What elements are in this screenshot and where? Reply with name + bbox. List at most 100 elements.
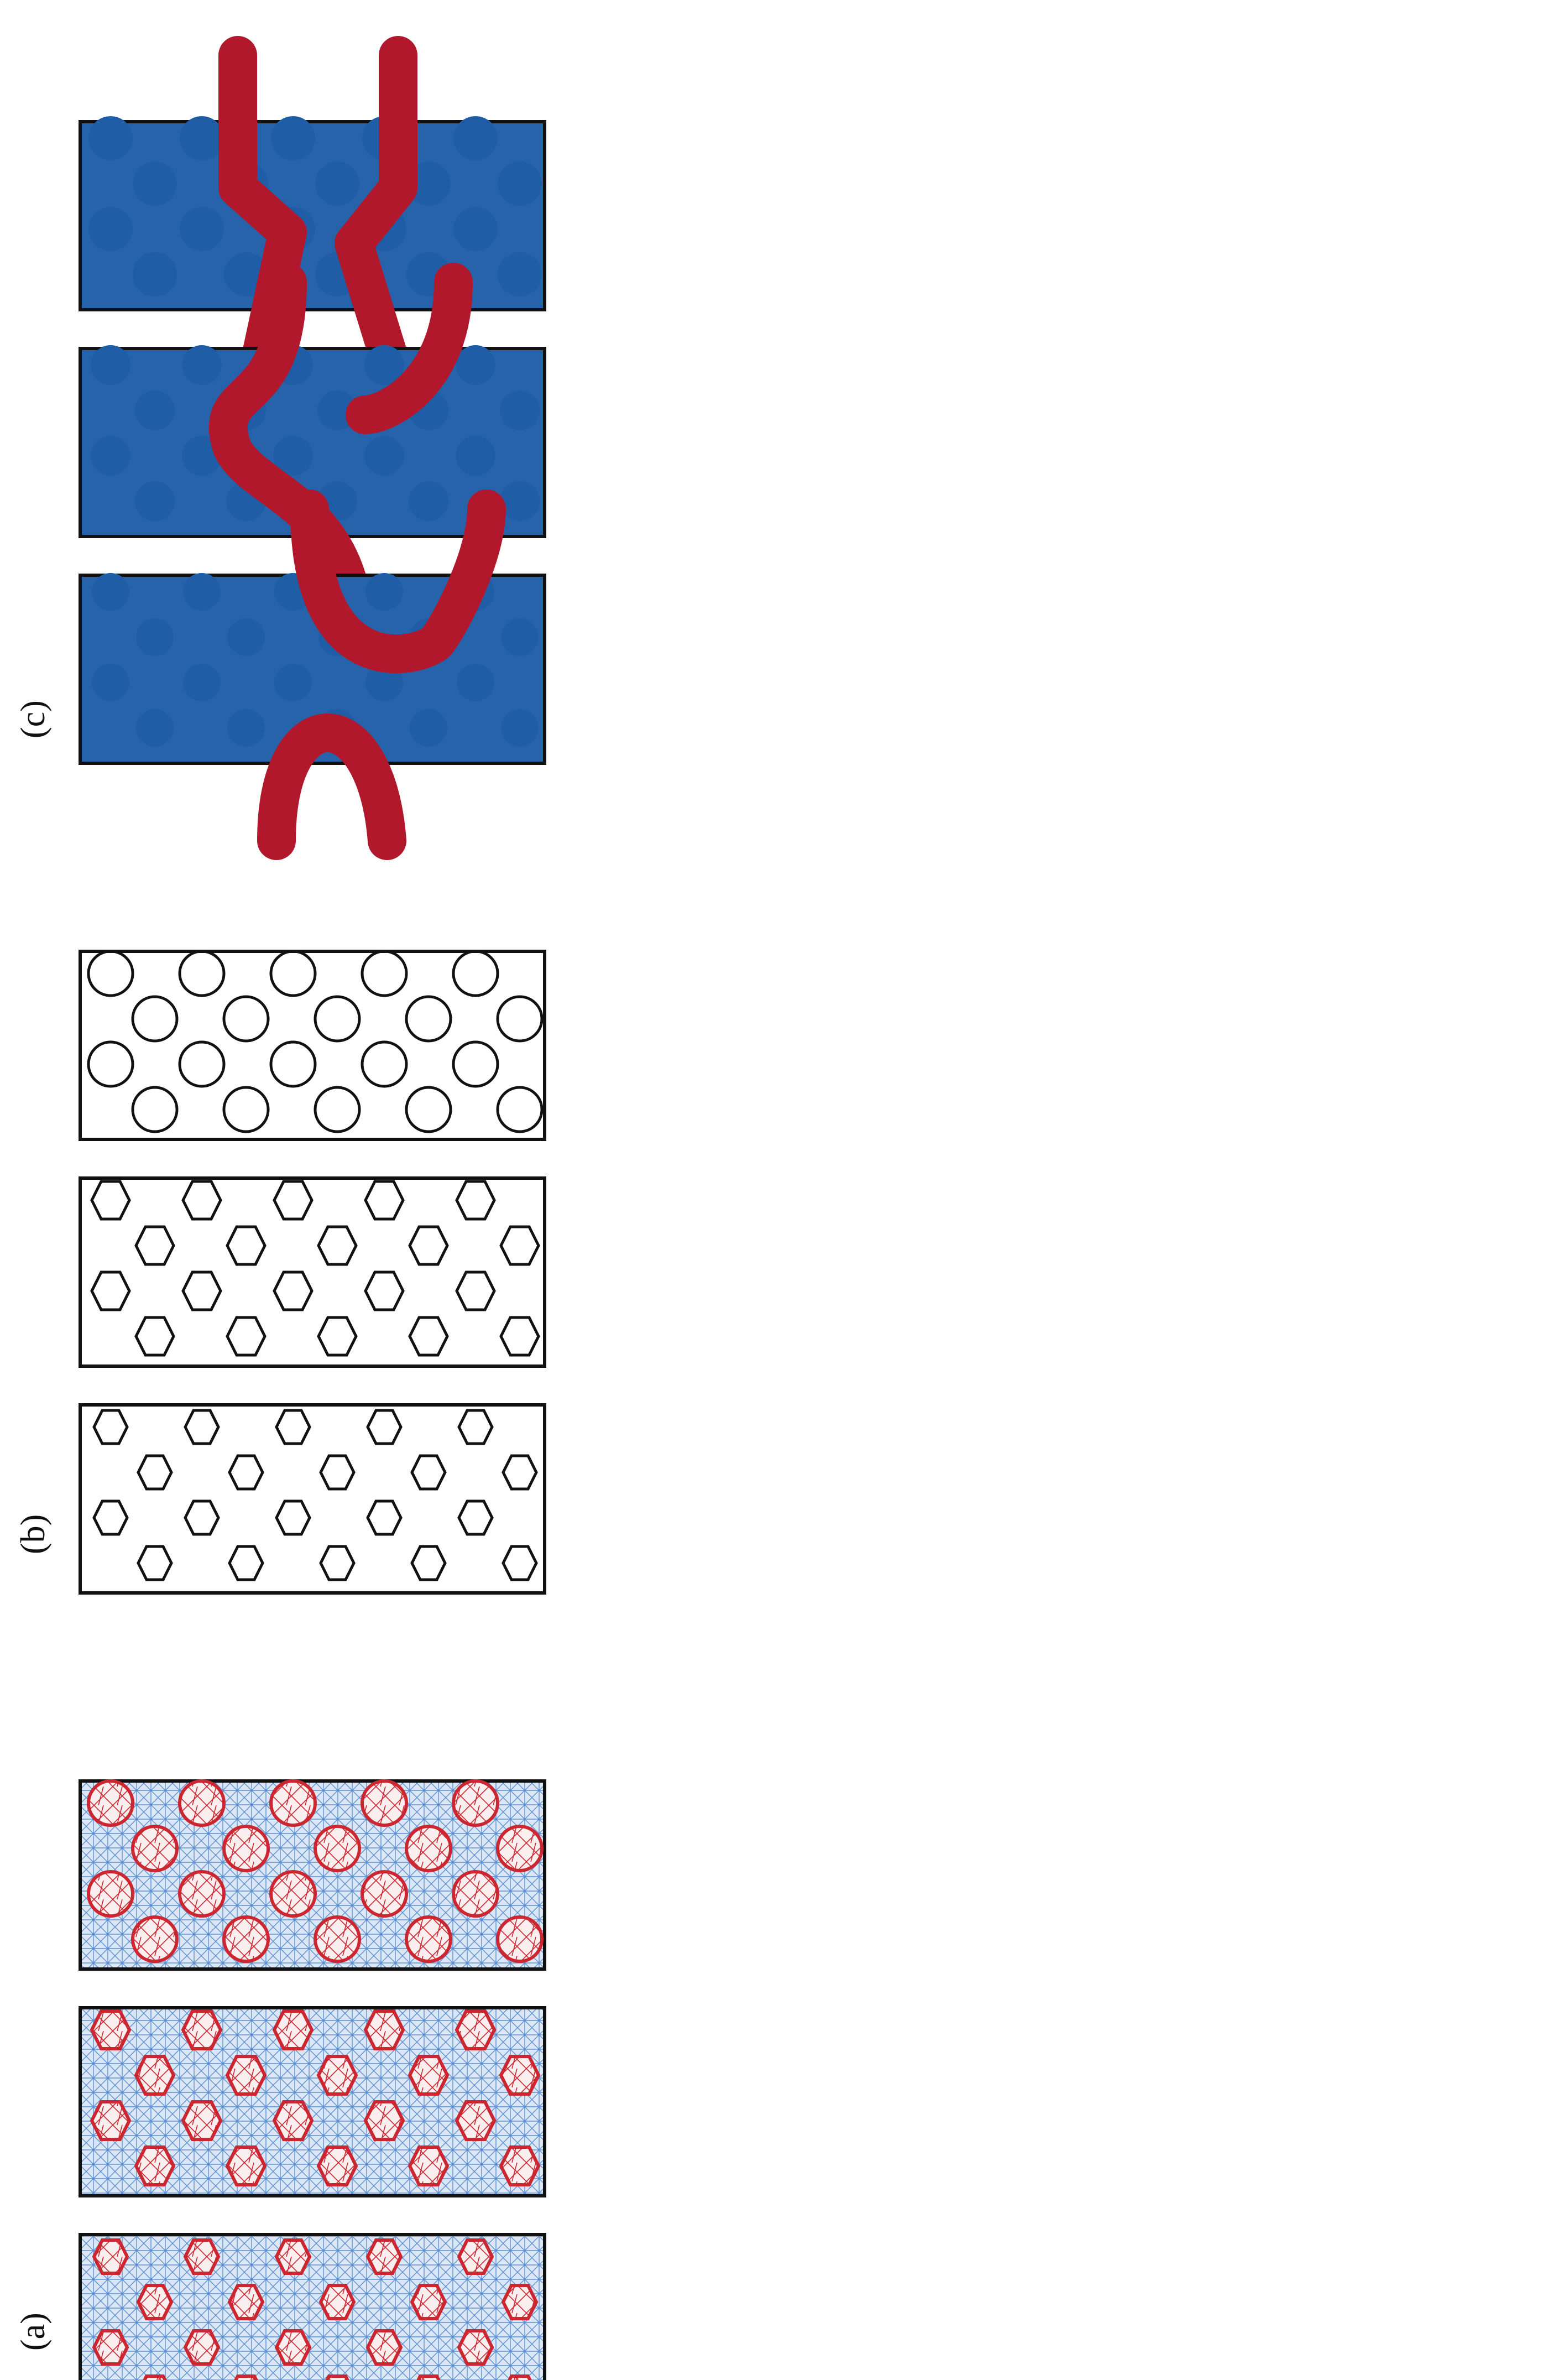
inclusion	[315, 162, 359, 206]
inclusion-mesh	[183, 2238, 221, 2275]
inclusion-outline	[87, 1040, 134, 1088]
inclusion-mesh	[225, 2145, 267, 2186]
inclusion-outline	[319, 1454, 356, 1491]
inclusion-outline	[364, 1180, 405, 1221]
inclusion-mesh	[325, 2374, 349, 2380]
inclusion-mesh	[272, 2100, 314, 2141]
inclusion-mesh	[314, 1825, 361, 1872]
inclusion	[453, 207, 498, 251]
inclusion-outline	[178, 950, 226, 997]
inclusion-outline	[90, 1270, 131, 1311]
inclusion-mesh	[136, 2284, 174, 2320]
inclusion-outline	[364, 1270, 405, 1311]
inclusion-mesh	[131, 1915, 179, 1963]
inclusion-mesh	[405, 1915, 452, 1963]
inclusion-outline	[226, 1225, 267, 1266]
inclusion-mesh	[272, 2009, 314, 2050]
panel-b-1	[79, 950, 546, 1141]
inclusion-mesh	[90, 2009, 132, 2050]
inclusion-outline	[181, 1270, 222, 1311]
inclusion-mesh	[178, 1779, 226, 1827]
inclusion-mesh	[405, 1825, 452, 1872]
inclusion-mesh	[87, 1779, 134, 1827]
inclusion-mesh	[499, 2145, 541, 2186]
inclusion-mesh	[274, 2329, 312, 2366]
inclusion	[133, 162, 177, 206]
inclusion-outline	[314, 1086, 361, 1133]
chamber	[79, 950, 546, 1141]
inclusion-outline	[452, 950, 499, 997]
inclusion	[501, 618, 539, 656]
inclusion-mesh	[457, 2238, 494, 2275]
inclusion-mesh	[501, 2284, 539, 2320]
inclusion-mesh	[314, 1915, 361, 1963]
inclusion-mesh	[457, 2329, 494, 2366]
inclusion-outline	[366, 1409, 403, 1445]
inclusion-outline	[457, 1499, 494, 1536]
flow-path	[257, 489, 506, 860]
inclusion-outline	[134, 1225, 175, 1266]
inclusion-outline	[499, 1225, 540, 1266]
inclusion-mesh	[408, 2145, 450, 2186]
inclusion-mesh	[408, 2055, 450, 2096]
inclusion	[182, 345, 222, 385]
inclusion-outline	[455, 1180, 496, 1221]
inclusion	[227, 709, 265, 747]
inclusion-mesh	[363, 2009, 405, 2050]
inclusion	[180, 116, 224, 160]
inclusion	[456, 436, 495, 476]
inclusion-mesh	[269, 1870, 317, 1918]
inclusion-outline	[273, 1180, 314, 1221]
label-c: (c)	[14, 700, 52, 738]
inclusion-mesh	[234, 2374, 258, 2380]
inclusion-outline	[222, 1086, 270, 1133]
inclusion	[498, 162, 542, 206]
inclusion-mesh	[316, 2145, 358, 2186]
label-a: (a)	[14, 2313, 52, 2351]
panel-c-3	[79, 489, 546, 860]
inclusion-mesh	[143, 2374, 167, 2380]
inclusion-outline	[134, 1316, 175, 1357]
inclusion	[410, 709, 447, 747]
panel-b-2	[79, 1176, 546, 1368]
inclusion	[183, 664, 221, 701]
inclusion-outline	[90, 1180, 131, 1221]
inclusion-outline	[131, 1086, 179, 1133]
inclusion-outline	[87, 950, 134, 997]
inclusion-outline	[222, 995, 270, 1043]
panel-rows	[79, 36, 546, 2380]
inclusion-mesh	[181, 2100, 223, 2141]
inclusion-outline	[226, 1316, 267, 1357]
inclusion-mesh	[316, 2055, 358, 2096]
inclusion-outline	[319, 1545, 356, 1581]
inclusion-outline	[410, 1545, 447, 1581]
inclusion-outline	[361, 1040, 408, 1088]
inclusion-mesh	[183, 2329, 221, 2366]
inclusion	[88, 207, 133, 251]
inclusion	[92, 573, 129, 611]
inclusion	[183, 573, 221, 611]
inclusion-outline	[502, 1545, 538, 1581]
inclusion-outline	[181, 1180, 222, 1221]
inclusion	[136, 618, 174, 656]
inclusion-outline	[361, 950, 408, 997]
inclusion-mesh	[222, 1825, 270, 1872]
inclusion	[227, 618, 265, 656]
inclusion	[456, 345, 495, 385]
inclusion-mesh	[499, 2055, 541, 2096]
inclusion	[133, 252, 177, 296]
inclusion-outline	[314, 995, 361, 1043]
inclusion	[273, 436, 313, 476]
inclusion	[364, 436, 404, 476]
inclusion-mesh	[318, 2284, 356, 2320]
inclusion	[180, 207, 224, 251]
inclusion	[457, 664, 494, 701]
inclusion	[498, 252, 542, 296]
inclusion-outline	[137, 1454, 173, 1491]
inclusion-mesh	[416, 2374, 441, 2380]
inclusion-mesh	[134, 2145, 176, 2186]
panel-b-3	[79, 1403, 546, 1595]
inclusion	[501, 709, 539, 747]
inclusion-outline	[228, 1454, 264, 1491]
inclusion-mesh	[227, 2284, 265, 2320]
